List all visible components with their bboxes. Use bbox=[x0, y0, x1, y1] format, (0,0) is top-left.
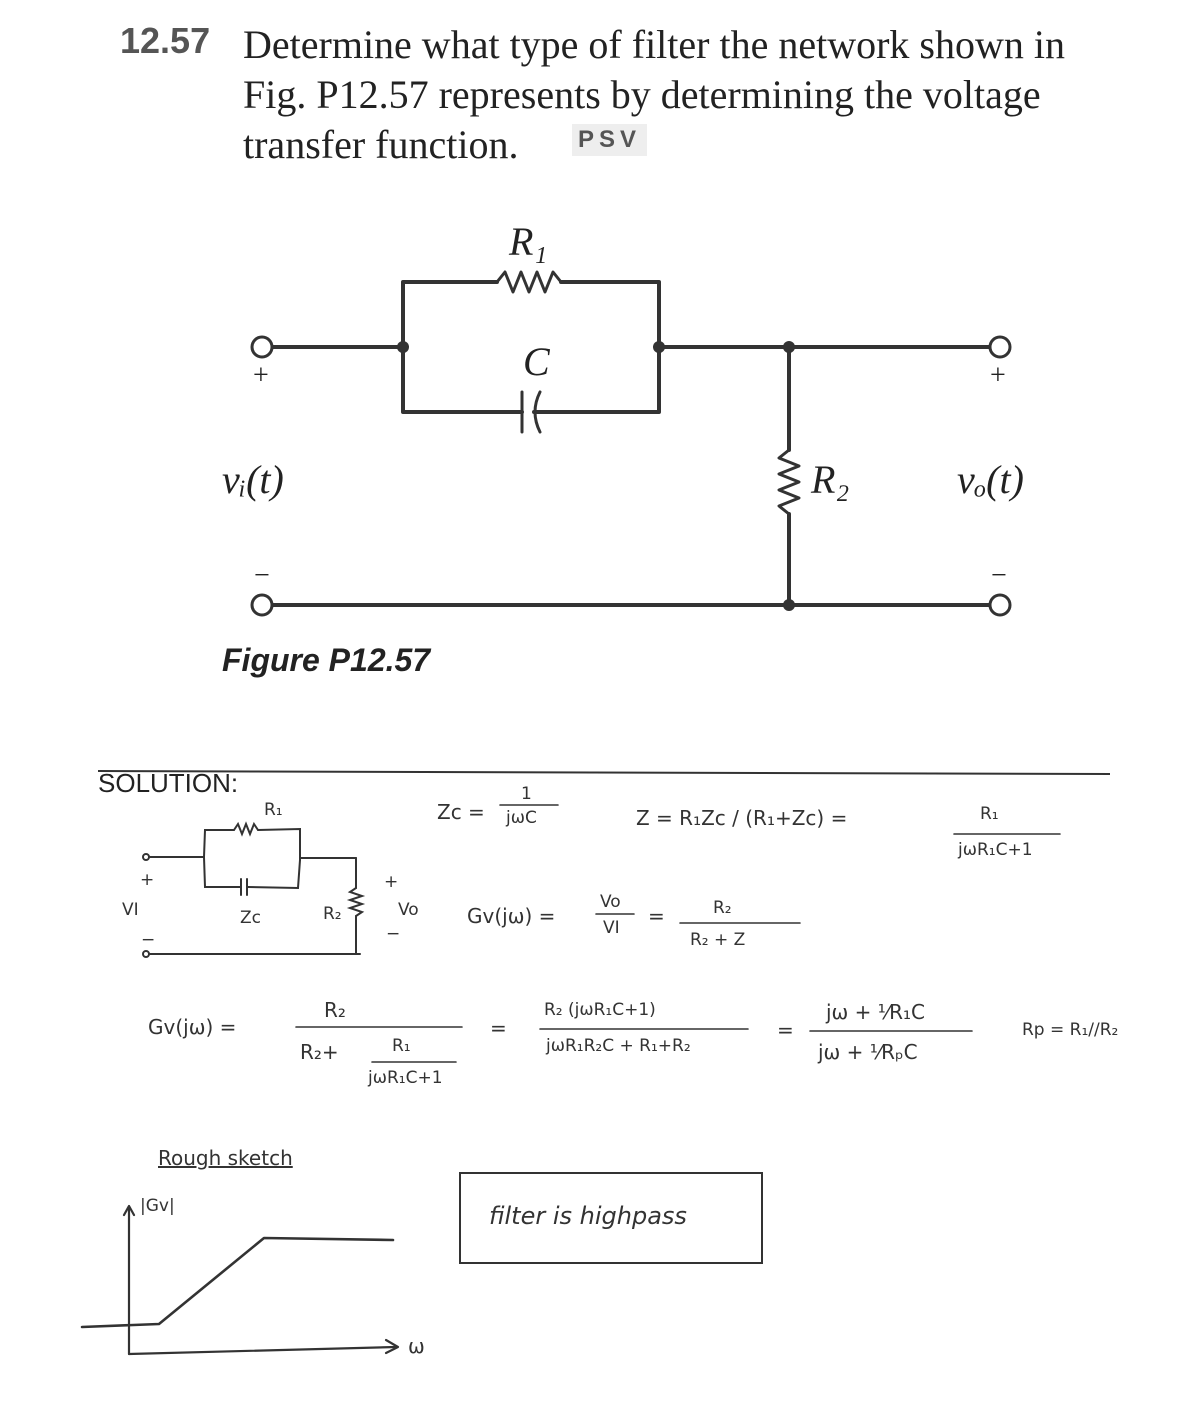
gv-denominator: R₂ + Z bbox=[690, 930, 746, 950]
r1-right-lead bbox=[559, 280, 661, 349]
conclusion-box: filter is highpass bbox=[459, 1172, 763, 1264]
mid-denominator: jωR₁R₂C + R₁+R₂ bbox=[546, 1036, 691, 1056]
label-r1: R₁ bbox=[509, 219, 548, 264]
big-numerator: R₂ bbox=[324, 998, 346, 1022]
gv-vo: Vo bbox=[600, 892, 621, 912]
node-right bbox=[653, 341, 665, 353]
rough-sketch-title: Rough sketch bbox=[158, 1146, 293, 1170]
node-left bbox=[397, 341, 409, 353]
sketch-x-axis bbox=[127, 1345, 398, 1356]
z-denominator: jωR₁C+1 bbox=[958, 840, 1033, 860]
right-denominator: jω + ¹⁄RₚC bbox=[818, 1040, 918, 1064]
figure-caption: Figure P12.57 bbox=[222, 642, 431, 678]
output-terminal-bottom bbox=[988, 593, 1012, 617]
mid-numerator: R₂ (jωR₁C+1) bbox=[544, 1000, 656, 1020]
sketch-label-vo-minus: − bbox=[386, 924, 401, 944]
sketch-label-vi-plus: + bbox=[140, 870, 155, 890]
gv-lhs: Gv(jω) = bbox=[467, 904, 556, 928]
gv-numerator: R₂ bbox=[713, 898, 732, 918]
conclusion-text: filter is highpass bbox=[489, 1202, 687, 1230]
sketch-r2-zigzag bbox=[346, 887, 366, 917]
r2-resistor bbox=[777, 448, 801, 516]
solution-divider bbox=[97, 770, 1111, 775]
sketch-label-zc: Zc bbox=[240, 908, 261, 928]
big-lhs: Gv(jω) = bbox=[148, 1015, 237, 1039]
sketch-c-left bbox=[203, 856, 241, 888]
zc-numerator: 1 bbox=[521, 784, 532, 804]
input-terminal-bottom bbox=[250, 593, 274, 617]
node-r2-top bbox=[783, 341, 795, 353]
label-output-plus: + bbox=[990, 360, 1006, 391]
circuit-nodes bbox=[397, 341, 795, 611]
equals-2: = bbox=[777, 1018, 794, 1042]
gv-equals: = bbox=[648, 904, 665, 928]
label-output-minus: − bbox=[991, 560, 1007, 591]
sketch-label-vi: VI bbox=[122, 900, 139, 920]
problem-text-line-2: Fig. P12.57 represents by determining th… bbox=[243, 72, 1041, 117]
problem-text-line-1: Determine what type of filter the networ… bbox=[243, 22, 1065, 67]
equals-1: = bbox=[490, 1016, 507, 1040]
problem-text-line-3: transfer function. bbox=[243, 122, 519, 167]
inner-numerator: R₁ bbox=[392, 1036, 411, 1056]
zc-lhs: Zc = bbox=[437, 800, 485, 824]
problem-number: 12.57 bbox=[120, 20, 211, 61]
rough-sketch-plot bbox=[80, 1204, 400, 1356]
node-r2-bottom bbox=[783, 599, 795, 611]
z-equation: Z = R₁Zc / (R₁+Zc) = bbox=[636, 806, 848, 830]
label-input-minus: − bbox=[254, 560, 270, 591]
sketch-label-vo: Vo bbox=[398, 900, 419, 920]
sketch-magnitude-curve bbox=[80, 1236, 395, 1329]
sketch-c-right bbox=[247, 859, 301, 890]
rough-sketch-ylabel: |Gv| bbox=[140, 1196, 175, 1216]
inner-denominator: jωR₁C+1 bbox=[368, 1068, 443, 1088]
big-denominator-a: R₂+ bbox=[300, 1040, 339, 1064]
sketch-terminal-bottom bbox=[142, 950, 150, 958]
rough-sketch-xlabel: ω bbox=[408, 1334, 425, 1358]
gv-vi: VI bbox=[603, 918, 620, 938]
zc-denominator: jωC bbox=[506, 808, 537, 828]
sketch-r1-zigzag bbox=[233, 821, 259, 837]
r1-resistor bbox=[495, 270, 563, 294]
circuit-diagram bbox=[250, 270, 1012, 617]
label-r2: R₂ bbox=[811, 457, 850, 502]
right-numerator: jω + ¹⁄R₁C bbox=[826, 1000, 926, 1024]
sketch-label-r1: R₁ bbox=[264, 800, 283, 820]
rp-note: Rp = R₁//R₂ bbox=[1022, 1020, 1119, 1040]
z-numerator: R₁ bbox=[980, 804, 999, 824]
label-vout: vₒ(t) bbox=[957, 457, 1024, 502]
output-terminal-top bbox=[988, 335, 1012, 359]
label-vin: vᵢ(t) bbox=[222, 457, 284, 502]
sketch-label-vo-plus: + bbox=[384, 872, 399, 892]
c-right-lead bbox=[532, 345, 661, 414]
input-terminal-top bbox=[250, 335, 274, 359]
sketch-y-arrow bbox=[122, 1204, 136, 1217]
sketch-label-r2: R₂ bbox=[323, 904, 342, 924]
psv-badge: PSV bbox=[572, 124, 648, 156]
sketch-x-arrow bbox=[384, 1338, 400, 1355]
equation-fraction-bars bbox=[295, 804, 1061, 1063]
sketch-r1-left bbox=[203, 829, 235, 858]
label-c: C bbox=[523, 339, 550, 384]
sketch-label-vi-minus: − bbox=[141, 930, 156, 950]
sketch-r1-right bbox=[257, 827, 301, 861]
solution-label: SOLUTION: bbox=[98, 768, 239, 798]
label-input-plus: + bbox=[253, 360, 269, 391]
r1-left-lead bbox=[401, 280, 499, 349]
solution-circuit-sketch bbox=[142, 821, 366, 958]
c-left-lead bbox=[401, 345, 524, 414]
